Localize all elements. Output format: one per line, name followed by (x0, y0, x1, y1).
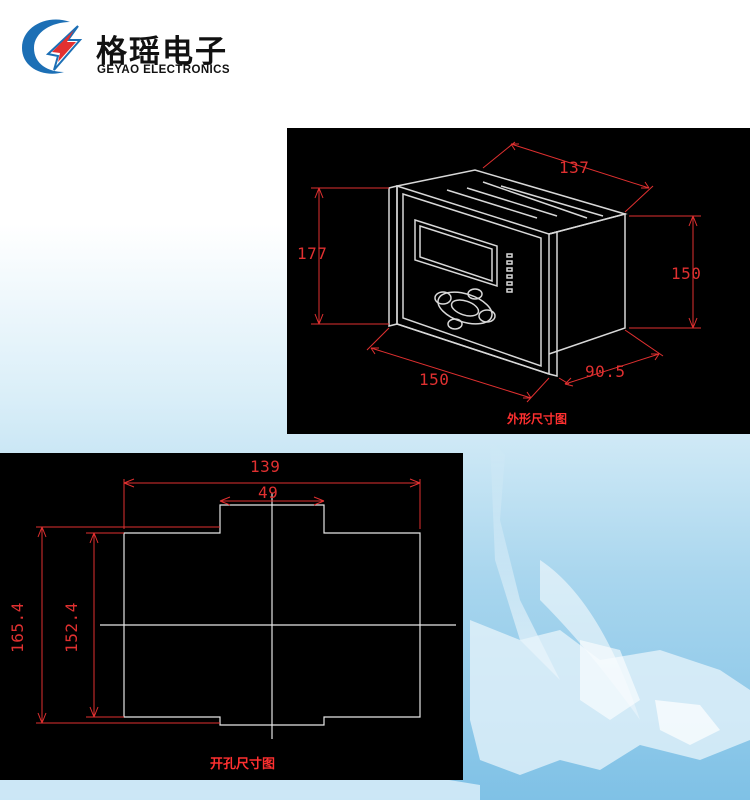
cutout-figure (36, 478, 456, 739)
dimension-height-outer: 165.4 (7, 602, 27, 653)
cutout-drawing-caption: 开孔尺寸图 (210, 757, 276, 772)
dimension-depth-top: 137 (559, 158, 590, 177)
dimension-notch-width: 49 (258, 483, 279, 502)
dimension-width-total: 139 (250, 457, 281, 476)
company-name-chinese: 格瑶电子 (96, 34, 228, 70)
cutout-dimension-drawing: 139 49 165.4 152.4 开孔尺寸图 (0, 453, 463, 780)
device-outline-figure (311, 141, 701, 403)
dimension-height-left: 177 (297, 244, 328, 263)
dimension-depth-side: 90.5 (585, 362, 626, 381)
company-name-english: GEYAO ELECTRONICS (97, 64, 230, 76)
outline-drawing-caption: 外形尺寸图 (507, 412, 568, 426)
dimension-height-right: 150 (671, 264, 702, 283)
outline-dimension-drawing: 137 177 150 150 90.5 外形尺寸图 (287, 128, 750, 434)
company-logo: 格瑶电子 GEYAO ELECTRONICS (18, 12, 258, 84)
dimension-width-front: 150 (419, 370, 450, 389)
geyao-logo-icon (22, 19, 83, 74)
dimension-height-inner: 152.4 (61, 602, 81, 653)
